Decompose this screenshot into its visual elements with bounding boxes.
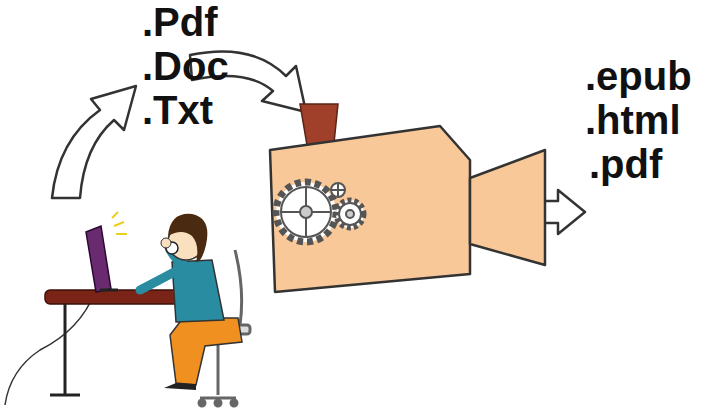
monitor — [86, 226, 111, 292]
gears — [276, 182, 364, 242]
machine-nozzle — [470, 150, 545, 265]
format-label: .Txt — [142, 88, 213, 132]
curved-arrow — [52, 86, 136, 198]
format-label: .Pdf — [142, 0, 218, 44]
format-label: .pdf — [589, 142, 662, 186]
format-label: .html — [585, 98, 681, 142]
keyboard — [100, 289, 118, 292]
machine-body — [270, 126, 470, 292]
glow — [112, 212, 127, 234]
format-label: .epub — [585, 54, 692, 98]
person — [140, 214, 242, 390]
format-label: .Doc — [142, 44, 229, 88]
cable — [5, 292, 95, 405]
